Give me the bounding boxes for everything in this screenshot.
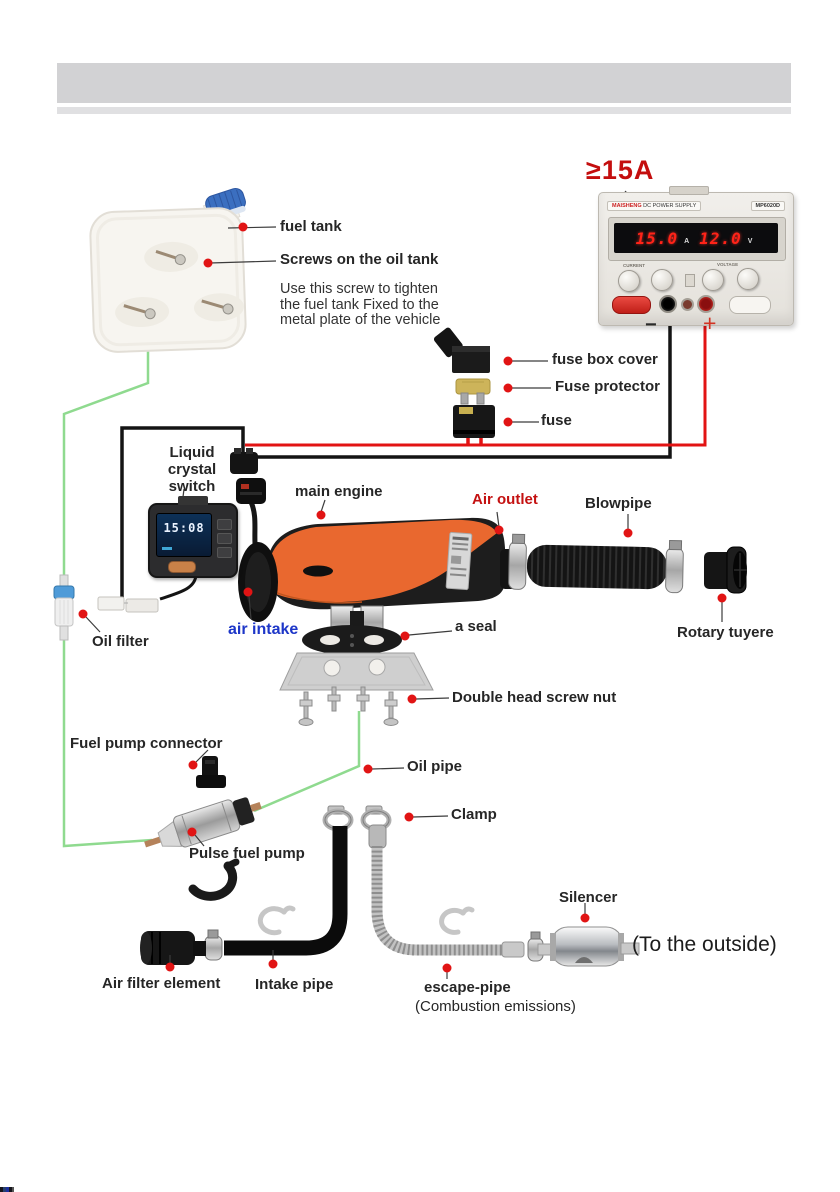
fuel-pump-connector-illustration: [196, 756, 226, 788]
psu-knob-current-fine[interactable]: [651, 269, 673, 291]
power-wires: [245, 322, 707, 459]
psu-handle: [669, 186, 709, 195]
psu-type: DC POWER SUPPLY: [643, 203, 697, 209]
silencer-illustration: [527, 926, 640, 967]
psu-negative-jack[interactable]: [659, 295, 677, 313]
psu-ground-jack[interactable]: [681, 298, 694, 311]
power-supply-unit: MAISHENG DC POWER SUPPLY MP6020D 15.0 A …: [598, 186, 794, 326]
label-intake-pipe: Intake pipe: [255, 976, 334, 993]
lcd-switch-unit: 15:08: [148, 496, 238, 578]
fuse-box-cover-illustration: [433, 327, 490, 373]
seal-illustration: [302, 625, 402, 655]
top-banner-underline: [57, 107, 791, 114]
label-combustion-emissions: (Combustion emissions): [415, 998, 576, 1015]
label-clamp: Clamp: [451, 806, 497, 823]
label-oil-filter: Oil filter: [92, 633, 149, 650]
label-air-intake: air intake: [228, 621, 299, 638]
label-rotary-tuyere: Rotary tuyere: [677, 624, 774, 641]
minus-sign: −: [645, 314, 657, 336]
lcd-screen: 15:08: [156, 513, 212, 557]
lcd-time: 15:08: [163, 521, 205, 535]
label-oil-pipe: Oil pipe: [407, 758, 463, 775]
air-filter-illustration: [140, 931, 206, 965]
lcd-power-button[interactable]: [168, 561, 196, 573]
white-connectors: [97, 596, 159, 613]
label-escape-pipe: escape-pipe: [424, 979, 511, 996]
lcd-button-down[interactable]: [217, 533, 232, 544]
psu-knob-voltage-fine[interactable]: [737, 268, 759, 290]
callout-dots: [78, 222, 727, 973]
fuse-protector-illustration: [455, 378, 491, 405]
heater-plug-connectors: [230, 448, 266, 504]
psu-knob-current-coarse[interactable]: [618, 270, 640, 292]
main-engine-illustration: [238, 517, 524, 640]
psu-power-button[interactable]: [612, 296, 651, 314]
label-fuel-pump-connector: Fuel pump connector: [70, 735, 223, 752]
plus-sign: +: [703, 310, 717, 336]
blowpipe-illustration: [508, 533, 684, 594]
label-main-engine: main engine: [295, 483, 383, 500]
psu-current-value: 15.0: [635, 228, 679, 248]
psu-voltage-value: 12.0: [699, 228, 742, 248]
psu-positive-jack[interactable]: [697, 295, 715, 313]
label-min-current: ≥15A: [586, 155, 655, 185]
p-clip-illustration: [257, 905, 475, 936]
oil-filter-illustration: [53, 574, 75, 641]
label-air-filter-element: Air filter element: [102, 975, 221, 992]
psu-current-unit: A: [684, 237, 690, 245]
label-fuel-tank: fuel tank: [280, 218, 342, 235]
label-screws-on-tank: Screws on the oil tank: [280, 251, 439, 268]
psu-voltage-label: VOLTAGE: [717, 262, 739, 267]
label-to-the-outside: (To the outside): [632, 933, 777, 956]
label-liquid-crystal-switch: Liquid crystal switch: [167, 444, 217, 495]
label-screw-note: Use this screw to tighten the fuel tank …: [280, 281, 441, 328]
label-fuse-protector: Fuse protector: [555, 378, 661, 395]
psu-oval-button[interactable]: [729, 296, 771, 314]
psu-display: 15.0 A 12.0 V: [614, 223, 778, 253]
psu-knob-voltage-coarse[interactable]: [702, 269, 724, 291]
lcd-button-up[interactable]: [217, 519, 232, 530]
escape-pipe-illustration: [368, 824, 525, 958]
pump-clip-illustration: [188, 858, 240, 901]
psu-current-label: CURRENT: [623, 263, 645, 268]
label-a-seal: a seal: [455, 618, 497, 635]
lcd-connector-tab: [178, 496, 208, 505]
oil-pipe-line: [62, 345, 361, 848]
label-air-outlet: Air outlet: [472, 491, 538, 508]
label-fuse-box-cover: fuse box cover: [552, 351, 658, 368]
label-fuse: fuse: [541, 412, 572, 429]
label-silencer: Silencer: [559, 889, 618, 906]
label-double-head-screw-nut: Double head screw nut: [452, 689, 617, 706]
mounting-plate-illustration: [279, 652, 434, 691]
label-pulse-fuel-pump: Pulse fuel pump: [189, 845, 305, 862]
psu-model: MP6020D: [750, 201, 785, 211]
psu-brand: MAISHENG: [612, 203, 642, 209]
top-banner: [57, 63, 791, 103]
double-head-screws-illustration: [298, 686, 399, 726]
psu-voltage-unit: V: [747, 237, 753, 245]
corner-artifact: [0, 1187, 14, 1192]
rotary-tuyere-illustration: [704, 546, 747, 594]
psu-display-bezel: 15.0 A 12.0 V: [608, 217, 786, 261]
fuel-tank-illustration: [89, 188, 247, 353]
lcd-button-set[interactable]: [217, 547, 232, 558]
lcd-indicator: [162, 547, 172, 550]
fuse-illustration: [453, 405, 495, 438]
psu-header: MAISHENG DC POWER SUPPLY MP6020D: [607, 199, 785, 213]
psu-toggle-switch[interactable]: [685, 274, 695, 287]
psu-brand-plate: MAISHENG DC POWER SUPPLY: [607, 201, 702, 211]
label-blowpipe: Blowpipe: [585, 495, 652, 512]
